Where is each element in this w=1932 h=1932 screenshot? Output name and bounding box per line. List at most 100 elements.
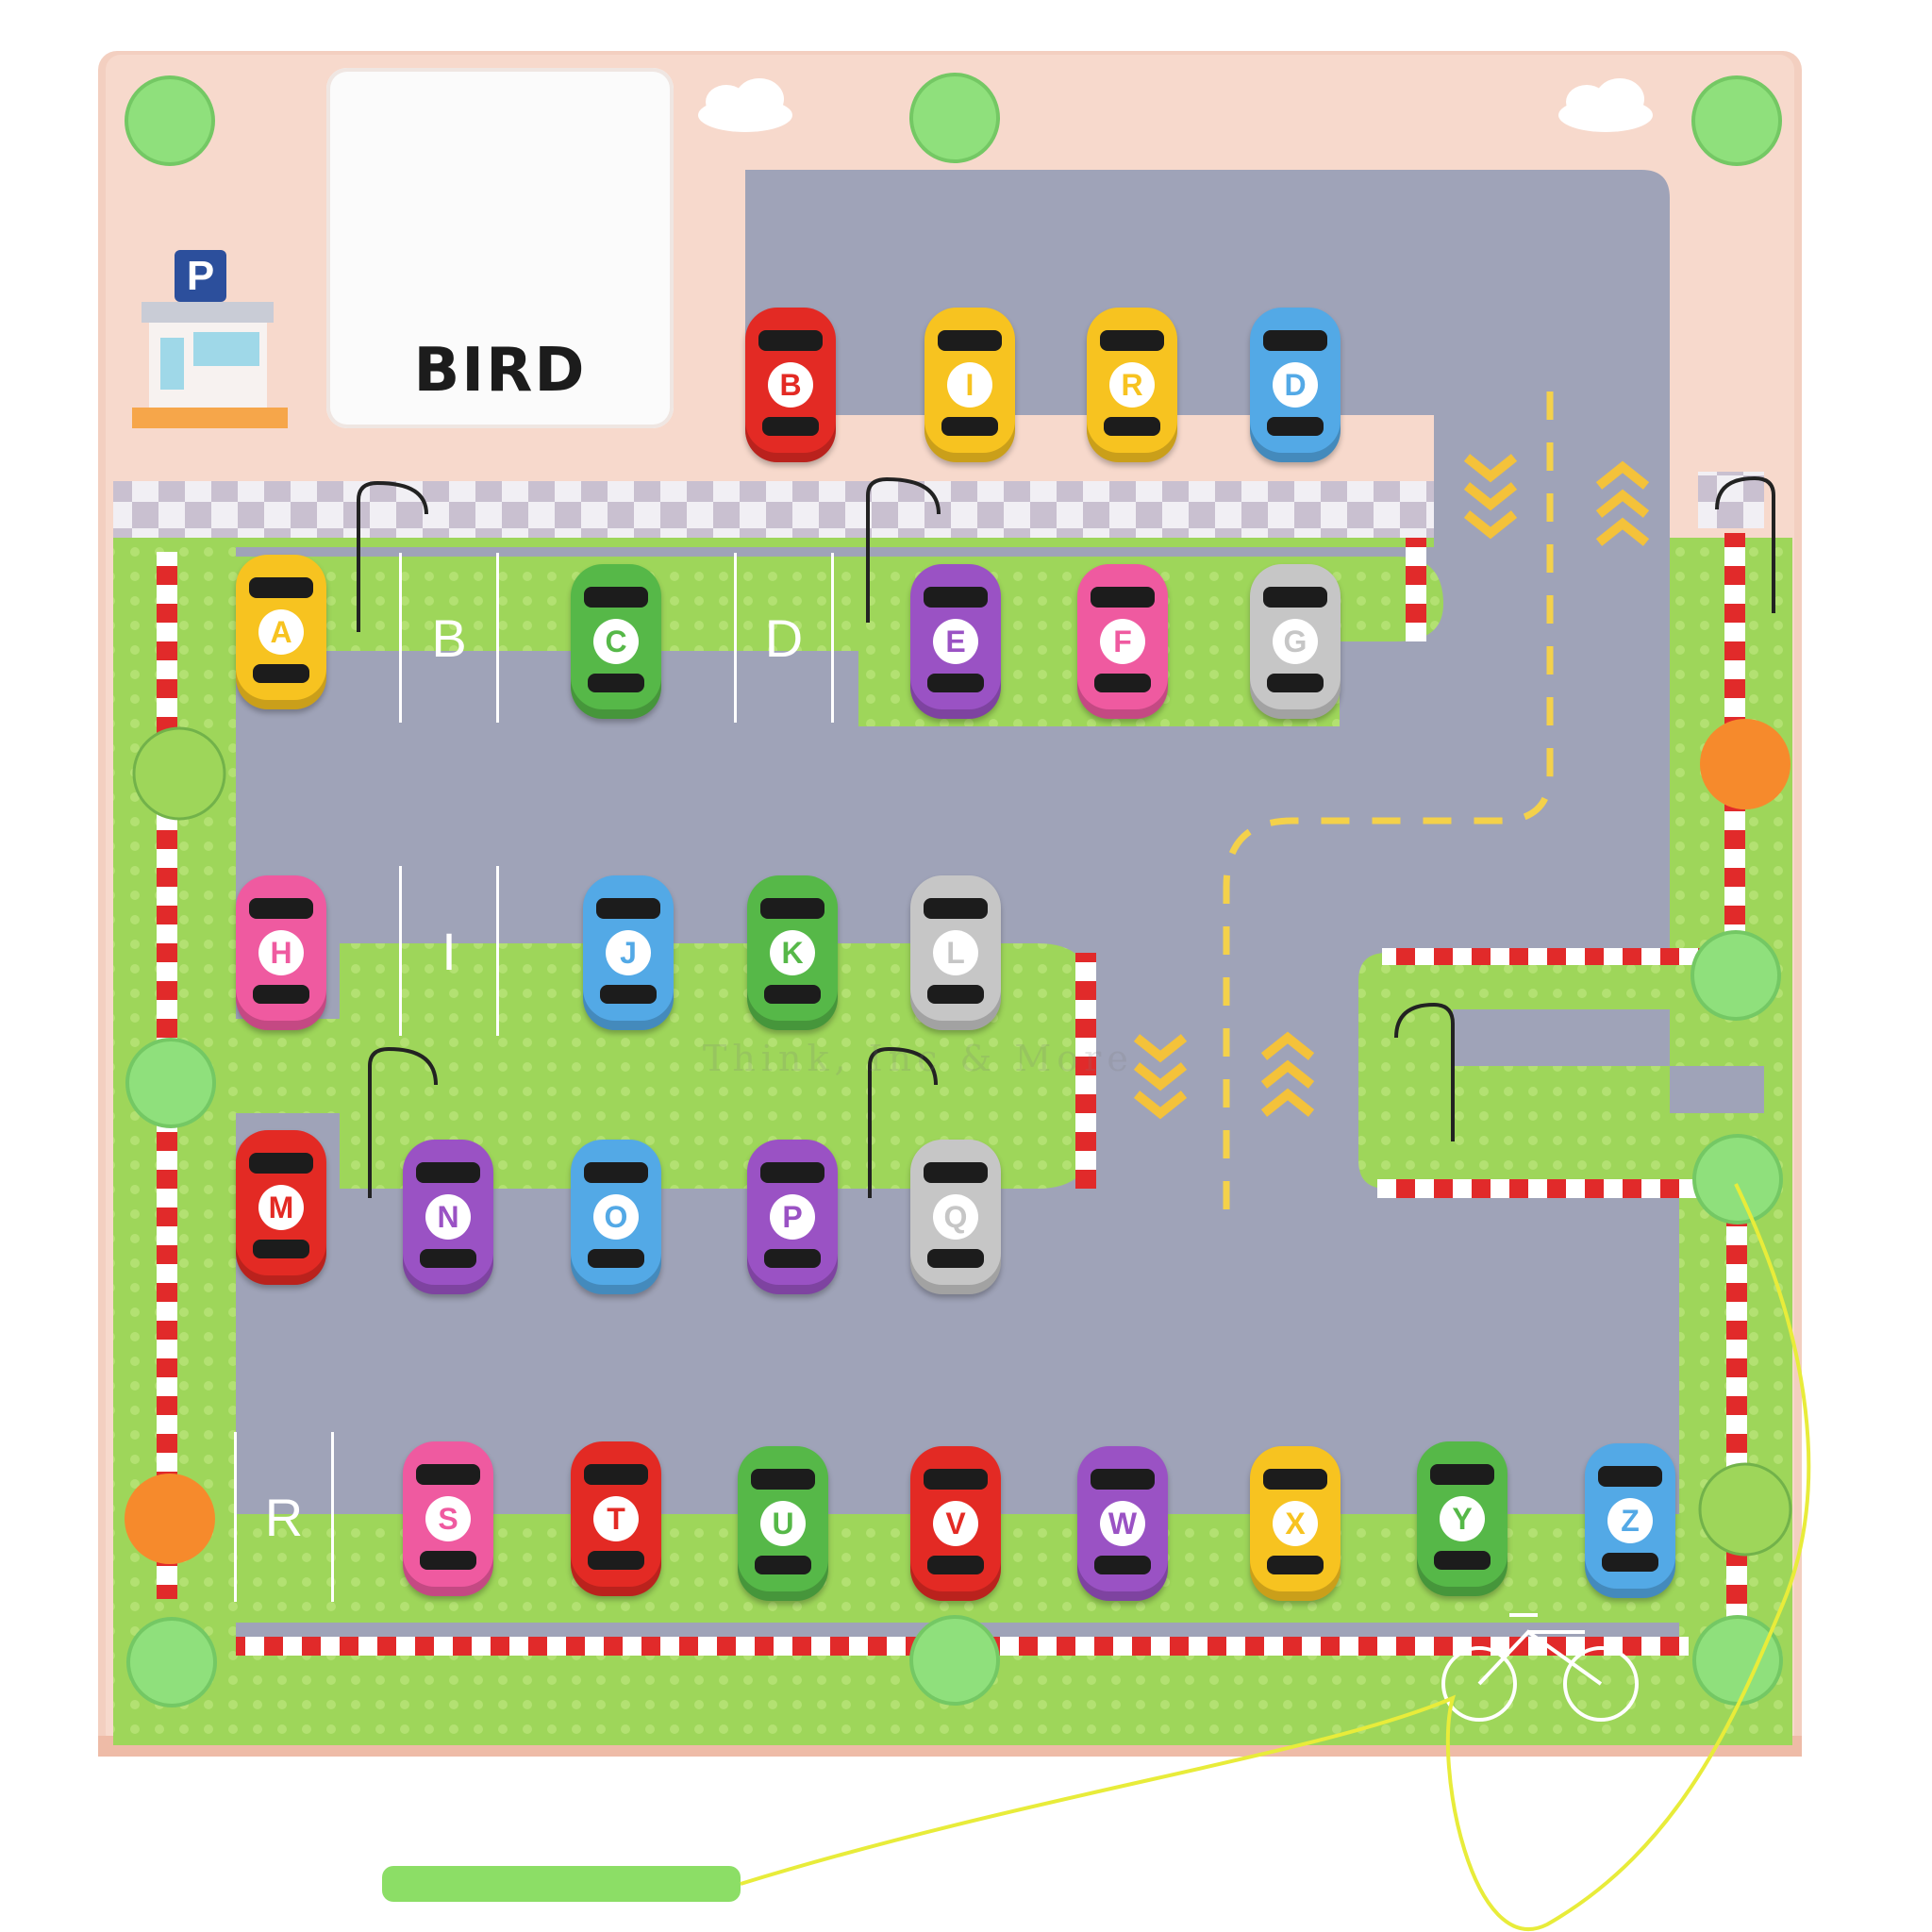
car-piece[interactable]: Y — [1417, 1441, 1507, 1596]
car-piece[interactable]: V — [910, 1446, 1001, 1601]
lane-dashes — [1223, 391, 1554, 1226]
car-letter: Z — [1607, 1498, 1653, 1543]
windshield — [924, 898, 988, 919]
car-letter: I — [947, 362, 992, 408]
rear-window — [588, 1249, 644, 1268]
car-piece[interactable]: I — [924, 308, 1015, 462]
curb-loop — [1075, 953, 1096, 1189]
windshield — [249, 898, 313, 919]
curb-mid-top — [1382, 948, 1703, 965]
windshield — [758, 330, 823, 351]
rear-window — [1104, 417, 1160, 436]
windshield — [596, 898, 660, 919]
car-letter: T — [593, 1496, 639, 1541]
windshield — [1263, 587, 1327, 608]
magnetic-pen[interactable] — [382, 1866, 741, 1902]
windshield — [1263, 330, 1327, 351]
word-label: BIRD — [413, 336, 587, 406]
car-piece[interactable]: G — [1250, 564, 1341, 719]
car-letter: P — [770, 1194, 815, 1240]
car-letter: W — [1100, 1501, 1145, 1546]
car-piece[interactable]: Q — [910, 1140, 1001, 1294]
car-letter: H — [258, 930, 304, 975]
car-letter: O — [593, 1194, 639, 1240]
car-piece[interactable]: E — [910, 564, 1001, 719]
windshield — [751, 1469, 815, 1490]
street-lamp-icon — [357, 475, 1775, 1198]
parking-sign-letter: P — [186, 252, 215, 299]
car-piece[interactable]: K — [747, 875, 838, 1030]
windshield — [924, 1162, 988, 1183]
rear-window — [941, 417, 998, 436]
rear-window — [927, 985, 984, 1004]
car-letter: U — [760, 1501, 806, 1546]
car-piece[interactable]: C — [571, 564, 661, 719]
peg-set — [125, 73, 1783, 1707]
rear-window — [253, 664, 309, 683]
car-letter: D — [1273, 362, 1318, 408]
windshield — [249, 1153, 313, 1174]
car-letter: Y — [1440, 1496, 1485, 1541]
windshield — [1100, 330, 1164, 351]
car-piece[interactable]: S — [403, 1441, 493, 1596]
empty-parking-slot: B — [399, 553, 499, 723]
rear-window — [927, 674, 984, 692]
empty-parking-slot: D — [734, 553, 834, 723]
car-piece[interactable]: H — [236, 875, 326, 1030]
car-letter: J — [606, 930, 651, 975]
rear-window — [1267, 674, 1324, 692]
car-piece[interactable]: A — [236, 555, 326, 709]
windshield — [1263, 1469, 1327, 1490]
windshield — [924, 1469, 988, 1490]
windshield — [760, 1162, 824, 1183]
parking-building-icon — [132, 250, 288, 428]
tree-icon — [125, 719, 1792, 1564]
windshield — [924, 587, 988, 608]
rear-window — [588, 1551, 644, 1570]
car-piece[interactable]: X — [1250, 1446, 1341, 1601]
windshield — [584, 1464, 648, 1485]
car-letter: C — [593, 619, 639, 664]
empty-parking-slot: R — [234, 1432, 334, 1602]
rear-window — [755, 1556, 811, 1574]
rear-window — [1094, 674, 1151, 692]
windshield — [584, 1162, 648, 1183]
bicycle-icon — [1441, 1613, 1639, 1722]
car-piece[interactable]: J — [583, 875, 674, 1030]
rear-window — [420, 1551, 476, 1570]
car-piece[interactable]: N — [403, 1140, 493, 1294]
windshield — [1598, 1466, 1662, 1487]
car-piece[interactable]: B — [745, 308, 836, 462]
car-piece[interactable]: F — [1077, 564, 1168, 719]
car-piece[interactable]: R — [1087, 308, 1177, 462]
curb-top-loop — [1406, 538, 1426, 641]
watermark: Think, Inc & More — [703, 1038, 1134, 1079]
car-letter: R — [1109, 362, 1155, 408]
car-piece[interactable]: U — [738, 1446, 828, 1601]
windshield — [1430, 1464, 1494, 1485]
car-letter: K — [770, 930, 815, 975]
cloud-icon — [698, 78, 1653, 132]
pen-string — [740, 1183, 1811, 1931]
car-letter: M — [258, 1185, 304, 1230]
windshield — [760, 898, 824, 919]
car-piece[interactable]: M — [236, 1130, 326, 1285]
car-piece[interactable]: T — [571, 1441, 661, 1596]
car-piece[interactable]: W — [1077, 1446, 1168, 1601]
grass-island-right — [1358, 953, 1679, 1189]
chevrons — [1133, 454, 1650, 1120]
car-piece[interactable]: D — [1250, 308, 1341, 462]
curb-mid — [1377, 1179, 1717, 1198]
car-piece[interactable]: L — [910, 875, 1001, 1030]
rear-window — [253, 985, 309, 1004]
car-piece[interactable]: Z — [1585, 1443, 1675, 1598]
rear-window — [1267, 1556, 1324, 1574]
rear-window — [600, 985, 657, 1004]
car-letter: Q — [933, 1194, 978, 1240]
rear-window — [420, 1249, 476, 1268]
windshield — [1091, 1469, 1155, 1490]
car-piece[interactable]: P — [747, 1140, 838, 1294]
windshield — [938, 330, 1002, 351]
windshield — [249, 577, 313, 598]
car-piece[interactable]: O — [571, 1140, 661, 1294]
